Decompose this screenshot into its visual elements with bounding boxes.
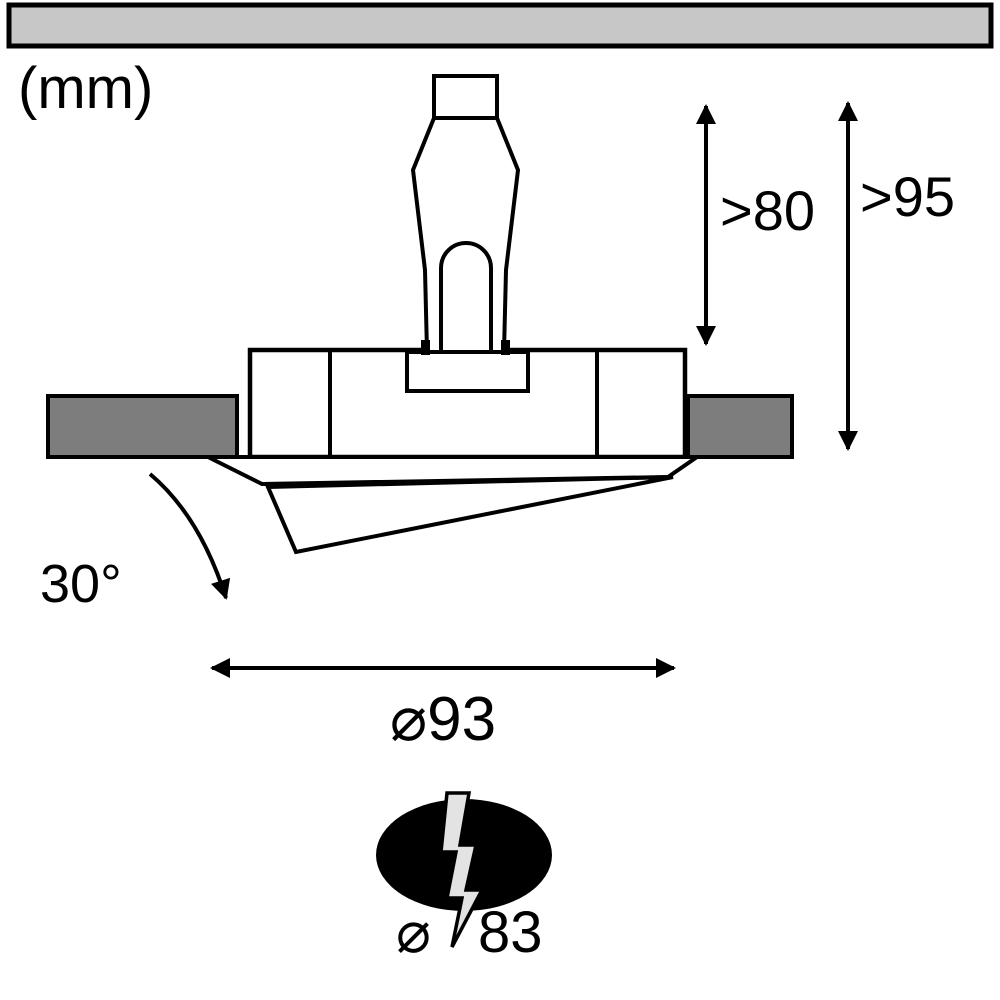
lightning-bolt-icon: [439, 791, 485, 948]
connector-base: [405, 350, 530, 393]
unit-label: (mm): [18, 56, 153, 121]
ceiling-section-right: [686, 394, 794, 459]
tilt-angle-arrow: [148, 472, 231, 600]
dimension-label-fixture-diameter: ⌀93: [390, 685, 496, 754]
dimension-label-recess-depth: >80: [720, 179, 815, 242]
tilt-angle-label: 30°: [40, 554, 122, 614]
clamp-mark-right: [501, 340, 510, 355]
ceiling-section-left: [46, 394, 239, 459]
clamp-mark-left: [421, 340, 430, 355]
connector-top: [432, 74, 499, 120]
cutout-diameter-value: 83: [478, 900, 543, 965]
lamp-head-tilted: [264, 475, 674, 555]
connector-body: [410, 116, 521, 354]
ceiling-slab: [6, 2, 994, 49]
cutout-diameter-symbol: ⌀: [396, 900, 431, 965]
dimension-label-total-recess: >95: [860, 165, 955, 228]
cable-clamp: [439, 241, 493, 352]
